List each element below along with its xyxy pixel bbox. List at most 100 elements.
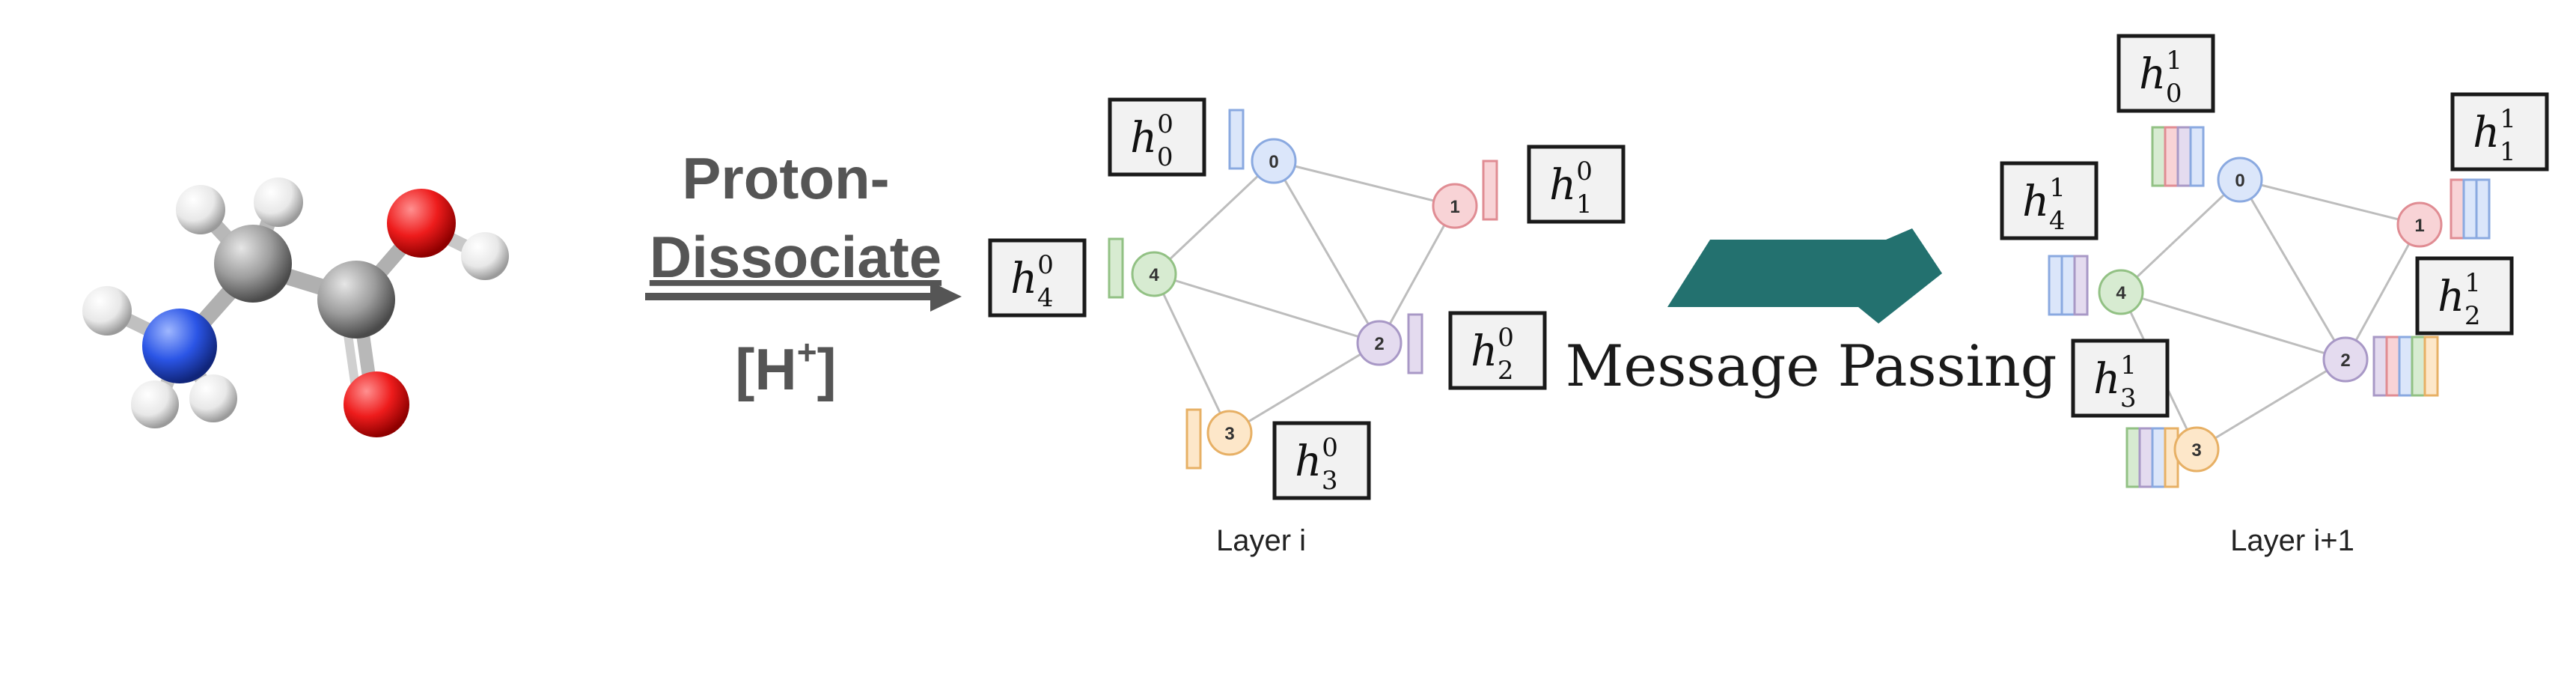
feature-vector-cell bbox=[2138, 427, 2154, 488]
carbon-atom bbox=[214, 225, 292, 303]
message-passing-label: Message Passing bbox=[1566, 333, 2057, 399]
hidden-state-label-box bbox=[2116, 34, 2215, 113]
hidden-state-label-box bbox=[2415, 256, 2514, 336]
hydrogen-atom bbox=[461, 232, 509, 280]
graph-node-3 bbox=[1206, 410, 1253, 456]
feature-vector-cell bbox=[2450, 178, 2465, 240]
graph-node-label: 3 bbox=[2191, 440, 2201, 461]
graph-edge bbox=[1273, 160, 1456, 207]
hidden-state-label-box bbox=[2071, 339, 2170, 418]
oxygen-atom bbox=[387, 189, 456, 258]
hidden-state-label-box bbox=[2450, 92, 2549, 172]
hidden-state-label-box bbox=[2000, 161, 2099, 240]
hydrogen-atom bbox=[82, 286, 132, 336]
feature-vector-cell bbox=[2189, 126, 2205, 187]
graph-node-1 bbox=[2396, 201, 2443, 248]
feature-vector-cell bbox=[2475, 178, 2491, 240]
graph-edge bbox=[2238, 179, 2347, 360]
graph-edge bbox=[1378, 205, 1456, 344]
hydrogen-atom bbox=[131, 380, 179, 428]
graph-edge bbox=[1229, 342, 1380, 434]
feature-vector-cell bbox=[2151, 427, 2167, 488]
graph-node-2 bbox=[1356, 320, 1403, 366]
graph-node-label: 2 bbox=[2340, 350, 2350, 371]
graph-node-label: 1 bbox=[2414, 216, 2424, 236]
reaction-label-line2: Dissociate bbox=[650, 224, 941, 290]
feature-vector-cell bbox=[2176, 126, 2192, 187]
feature-vector-cell bbox=[2164, 126, 2179, 187]
hydrogen-atom bbox=[254, 177, 303, 227]
graph-edge bbox=[2119, 178, 2241, 294]
feature-vector-cell bbox=[1108, 237, 1124, 299]
graph-node-label: 2 bbox=[1374, 334, 1384, 354]
graph-node-4 bbox=[2098, 269, 2144, 315]
hidden-state-label-box bbox=[1527, 145, 1626, 224]
layer-caption: Layer i bbox=[1216, 524, 1306, 557]
feature-vector-cell bbox=[1482, 160, 1498, 221]
feature-vector-cell bbox=[2398, 336, 2414, 397]
hidden-state-label-box bbox=[1108, 97, 1206, 177]
graph-node-label: 1 bbox=[1450, 197, 1459, 217]
feature-vector-cell bbox=[2151, 126, 2167, 187]
feature-vector-cell bbox=[2411, 336, 2426, 397]
feature-vector-cell bbox=[2423, 336, 2439, 397]
feature-vector-cell bbox=[2125, 427, 2141, 488]
hidden-state-label-box bbox=[1448, 311, 1547, 390]
feature-vector-cell bbox=[2073, 255, 2089, 316]
feature-vector-cell bbox=[2462, 178, 2478, 240]
hidden-state-label-box bbox=[1272, 421, 1371, 500]
proton-ion-label: [H+] bbox=[735, 333, 836, 402]
graph-edge bbox=[1272, 160, 1381, 344]
graph-edge bbox=[1153, 273, 1380, 344]
graph-node-0 bbox=[2217, 157, 2263, 203]
reaction-label-line1: Proton- bbox=[682, 145, 889, 211]
layer-caption: Layer i+1 bbox=[2230, 524, 2354, 557]
graph-node-2 bbox=[2322, 336, 2369, 383]
graph-node-label: 4 bbox=[2116, 283, 2126, 303]
graph-node-label: 4 bbox=[1149, 265, 1159, 285]
teal-arrow-icon bbox=[1667, 228, 1942, 324]
graph-node-3 bbox=[2173, 426, 2220, 473]
feature-vector-cell bbox=[1407, 313, 1423, 374]
message-passing-block: Message Passing bbox=[1566, 228, 2057, 399]
glycine-molecule bbox=[82, 177, 509, 437]
graph-node-label: 3 bbox=[1224, 424, 1234, 444]
graph-edge bbox=[2344, 224, 2421, 360]
graph-node-1 bbox=[1432, 183, 1478, 229]
reaction-arrow-head bbox=[930, 282, 962, 312]
carbon-atom bbox=[317, 261, 395, 339]
graph-edge bbox=[2239, 178, 2420, 226]
reaction-block: Proton- Dissociate [H+] bbox=[645, 145, 962, 402]
graph-edge bbox=[1153, 273, 1231, 434]
graph-edge bbox=[2120, 291, 2346, 361]
graph-node-0 bbox=[1251, 138, 1297, 184]
feature-vector-cell bbox=[1185, 408, 1202, 470]
graph-node-label: 0 bbox=[1269, 152, 1278, 172]
feature-vector-cell bbox=[2385, 336, 2401, 397]
hydrogen-atom bbox=[176, 185, 225, 234]
oxygen-atom bbox=[344, 371, 409, 437]
graph-edge bbox=[2196, 358, 2346, 451]
hydrogen-atom bbox=[189, 374, 237, 422]
feature-vector-cell bbox=[1228, 109, 1245, 170]
feature-vector-cell bbox=[2372, 336, 2388, 397]
feature-vector-cell bbox=[2060, 255, 2076, 316]
nitrogen-atom bbox=[142, 309, 217, 383]
graph-node-4 bbox=[1131, 251, 1177, 297]
feature-vector-cell bbox=[2048, 255, 2063, 316]
graph-edge bbox=[1153, 160, 1275, 276]
graph-node-label: 0 bbox=[2235, 171, 2244, 191]
